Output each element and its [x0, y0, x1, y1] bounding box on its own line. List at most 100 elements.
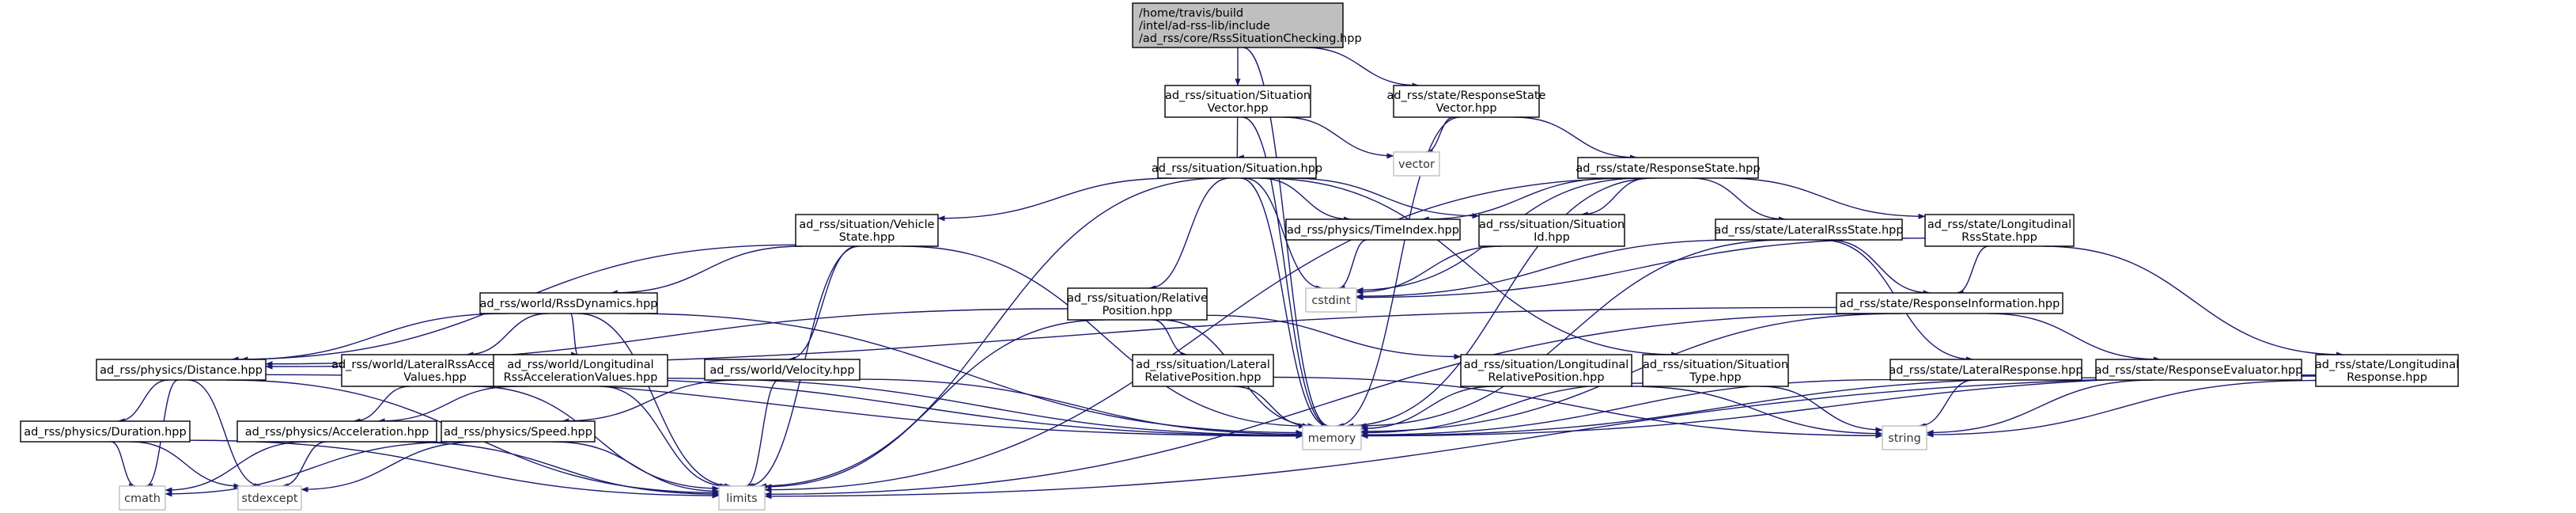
node-label: Vector.hpp — [1436, 102, 1496, 115]
edge-speed-to-cmath — [165, 441, 460, 497]
node-label: ad_rss/state/LateralResponse.hpp — [1889, 364, 2082, 377]
node-box — [1836, 292, 2063, 314]
edge-latacc-to-memory — [528, 377, 1303, 439]
edge-longrelpos-to-string — [1630, 386, 1883, 437]
node-label: ad_rss/world/Velocity.hpp — [709, 364, 854, 377]
edge-situation-to-timeindex — [1259, 177, 1351, 222]
node-box — [1285, 218, 1461, 241]
node-respstate[interactable]: ad_rss/state/ResponseState.hpp — [1575, 157, 1761, 179]
node-box — [1478, 214, 1625, 247]
edge-sitid-to-cstdint — [1356, 245, 1502, 295]
node-label: /ad_rss/core/RssSituationChecking.hpp — [1139, 32, 1362, 45]
edge-situation-to-cstdint — [1244, 177, 1323, 291]
node-speed[interactable]: ad_rss/physics/Speed.hpp — [441, 420, 596, 443]
edge-rsvec-to-vector — [1425, 116, 1454, 155]
edge-rsvec-to-respstate — [1514, 116, 1637, 161]
node-relpos[interactable]: ad_rss/situation/RelativePosition.hpp — [1067, 287, 1208, 321]
node-longrelpos[interactable]: ad_rss/situation/LongitudinalRelativePos… — [1460, 354, 1632, 387]
node-longacc[interactable]: ad_rss/world/LongitudinalRssAcceleration… — [493, 354, 668, 387]
edge-accel-to-limits — [399, 441, 720, 497]
node-respinfo[interactable]: ad_rss/state/ResponseInformation.hpp — [1836, 292, 2063, 314]
node-box — [1067, 287, 1208, 321]
edge-respinfo-to-limits — [764, 313, 1886, 497]
node-label: /home/travis/build — [1139, 7, 1243, 20]
edge-longrss-to-respinfo — [1956, 245, 1989, 296]
edge-situation-to-sitid — [1288, 177, 1480, 219]
edge-longacc-to-accel — [377, 386, 518, 424]
edge-distance-to-stdexcept — [187, 379, 263, 489]
node-latrelpos[interactable]: ad_rss/situation/LateralRelativePosition… — [1132, 354, 1274, 387]
edge-rssdyn-to-limits — [577, 313, 732, 489]
node-box — [1132, 354, 1274, 387]
node-label: ad_rss/state/ResponseInformation.hpp — [1840, 298, 2060, 310]
edge-longrss-to-cstdint — [1356, 238, 1926, 301]
node-label: RssState.hpp — [1961, 231, 2037, 244]
edge-latresp-to-string — [1918, 379, 1974, 429]
edge-sitvec-to-vector — [1283, 116, 1394, 159]
node-timeindex[interactable]: ad_rss/physics/TimeIndex.hpp — [1285, 218, 1461, 241]
node-box — [1157, 157, 1317, 179]
edge-vehstate-to-velocity — [788, 245, 857, 363]
node-label: vector — [1398, 158, 1435, 171]
node-box — [1577, 157, 1759, 179]
node-distance[interactable]: ad_rss/physics/Distance.hpp — [96, 359, 267, 381]
edge-respeval-to-string — [1926, 379, 2154, 436]
node-rssdyn[interactable]: ad_rss/world/RssDynamics.hpp — [479, 292, 658, 314]
node-root[interactable]: /home/travis/build/intel/ad-rss-lib/incl… — [1132, 2, 1362, 48]
node-respeval[interactable]: ad_rss/state/ResponseEvaluator.hpp — [2095, 359, 2303, 381]
node-duration[interactable]: ad_rss/physics/Duration.hpp — [20, 420, 191, 443]
edge-rssdyn-to-longacc — [569, 313, 579, 358]
edge-latrss-to-cstdint — [1356, 239, 1739, 299]
edge-latacc-to-accel — [353, 386, 410, 424]
node-label: ad_rss/physics/Duration.hpp — [24, 426, 186, 439]
node-box — [119, 485, 166, 511]
edge-respstate-to-limits — [764, 177, 1640, 493]
edge-longacc-to-limits — [600, 386, 728, 489]
node-latrss[interactable]: ad_rss/state/LateralRssState.hpp — [1714, 218, 1904, 241]
node-box — [20, 420, 191, 443]
node-box — [1924, 214, 2075, 247]
node-memory: memory — [1302, 425, 1362, 450]
edge-rssdyn-to-latacc — [466, 313, 549, 358]
edge-duration-to-cmath — [111, 441, 137, 489]
node-box — [1302, 425, 1362, 450]
edge-rsvec-to-memory — [1336, 116, 1461, 429]
node-box — [1393, 85, 1540, 118]
node-cstdint: cstdint — [1305, 287, 1357, 313]
node-box — [1642, 354, 1789, 387]
edge-latacc-to-limits — [473, 386, 720, 492]
node-box — [441, 420, 596, 443]
node-accel[interactable]: ad_rss/physics/Acceleration.hpp — [236, 420, 437, 443]
node-label: Type.hpp — [1689, 371, 1742, 384]
node-box — [1164, 85, 1311, 118]
node-box — [795, 214, 939, 247]
edge-speed-to-stdexcept — [301, 441, 480, 492]
edge-duration-to-stdexcept — [131, 441, 241, 489]
node-situation[interactable]: ad_rss/situation/Situation.hpp — [1152, 157, 1322, 179]
node-latresp[interactable]: ad_rss/state/LateralResponse.hpp — [1889, 359, 2083, 381]
node-label: Vector.hpp — [1207, 102, 1268, 115]
edge-relpos-to-limits — [764, 319, 1106, 490]
edge-situation-to-limits — [759, 177, 1222, 489]
node-box — [1882, 425, 1927, 450]
edge-vehstate-to-memory — [902, 245, 1306, 429]
edge-situation-to-memory — [1240, 177, 1329, 429]
node-velocity[interactable]: ad_rss/world/Velocity.hpp — [704, 359, 861, 381]
node-box — [2315, 354, 2459, 387]
node-box — [718, 485, 766, 511]
node-box — [1460, 354, 1632, 387]
node-label: Position.hpp — [1103, 305, 1173, 317]
edge-sitvec-to-memory — [1242, 116, 1330, 429]
node-label: ad_rss/state/ResponseState.hpp — [1575, 162, 1760, 175]
node-label: ad_rss/situation/Longitudinal — [1464, 359, 1629, 371]
edge-longacc-to-memory — [667, 378, 1303, 439]
edge-timeindex-to-cstdint — [1337, 239, 1367, 291]
